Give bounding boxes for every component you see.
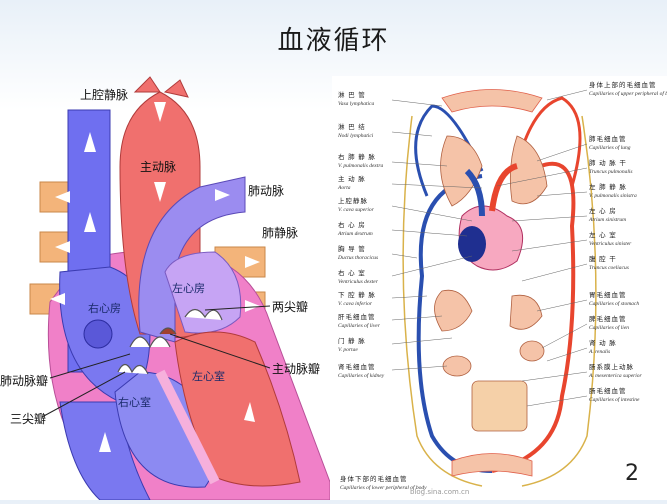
leader-lines <box>41 305 271 418</box>
upper-artery-loop <box>515 96 582 187</box>
stomach-capillaries <box>509 294 543 330</box>
label-right-ventricle: 右心室 <box>118 396 151 409</box>
pulmonary-trunk <box>464 168 485 217</box>
aortic-valve-shape <box>159 327 177 335</box>
aorta-branch-2 <box>163 79 189 98</box>
lung-capillaries-right <box>509 135 548 205</box>
heart-diagram: 上腔静脉 主动脉 肺动脉 肺静脉 右心房 左心房 两尖瓣 肺动脉瓣 主动脉瓣 左… <box>0 72 331 501</box>
circulation-illustration <box>391 89 597 487</box>
bicuspid-valve-shape <box>184 308 223 321</box>
lymphatic-vessel-2 <box>521 115 597 487</box>
intestine-capillaries <box>471 380 528 432</box>
tricuspid-valve-shape <box>117 363 149 375</box>
slide-title: 血液循环 <box>277 26 390 56</box>
left-leader-lines <box>391 99 483 371</box>
lower-body-capillaries <box>451 453 533 477</box>
lung-capillaries-left <box>440 135 483 207</box>
label-bicuspid-valve: 两尖瓣 <box>272 300 309 314</box>
kidney-capillaries <box>442 355 472 377</box>
pulmonary-valve-shape <box>129 336 171 349</box>
pulmonary-artery-vessel <box>138 176 246 343</box>
label-superior-vena-cava: 上腔静脉 <box>80 88 129 102</box>
label-right-atrium: 右心房 <box>88 302 121 315</box>
label-aorta: 主动脉 <box>140 160 177 174</box>
label-tricuspid-valve: 三尖瓣 <box>10 412 47 426</box>
systemic-vein-left <box>416 174 493 473</box>
label-pulmonary-valve: 肺动脉瓣 <box>0 374 49 388</box>
aorta-branch-1 <box>133 76 161 93</box>
flow-arrows <box>50 102 260 452</box>
label-left-atrium: 左心房 <box>172 282 205 295</box>
label-aortic-valve: 主动脉瓣 <box>272 362 321 376</box>
spleen-capillaries <box>519 340 545 362</box>
label-left-ventricle: 左心室 <box>192 370 225 383</box>
liver-capillaries <box>434 289 473 332</box>
heart-illustration <box>29 76 331 501</box>
watermark: blog.sina.com.cn <box>410 488 470 496</box>
right-leader-lines <box>496 89 588 407</box>
heart-septum <box>155 369 220 485</box>
page-number: 2 <box>625 461 639 486</box>
systemic-artery-right <box>491 161 576 473</box>
label-pulmonary-vein: 肺静脉 <box>262 226 299 240</box>
upper-body-capillaries <box>441 89 543 113</box>
aorta-arch <box>489 163 519 212</box>
right-heart-dark <box>458 226 486 262</box>
lymphatic-vessel <box>402 115 483 487</box>
label-pulmonary-artery: 肺动脉 <box>248 184 285 198</box>
right-atrium-opening <box>83 319 113 349</box>
